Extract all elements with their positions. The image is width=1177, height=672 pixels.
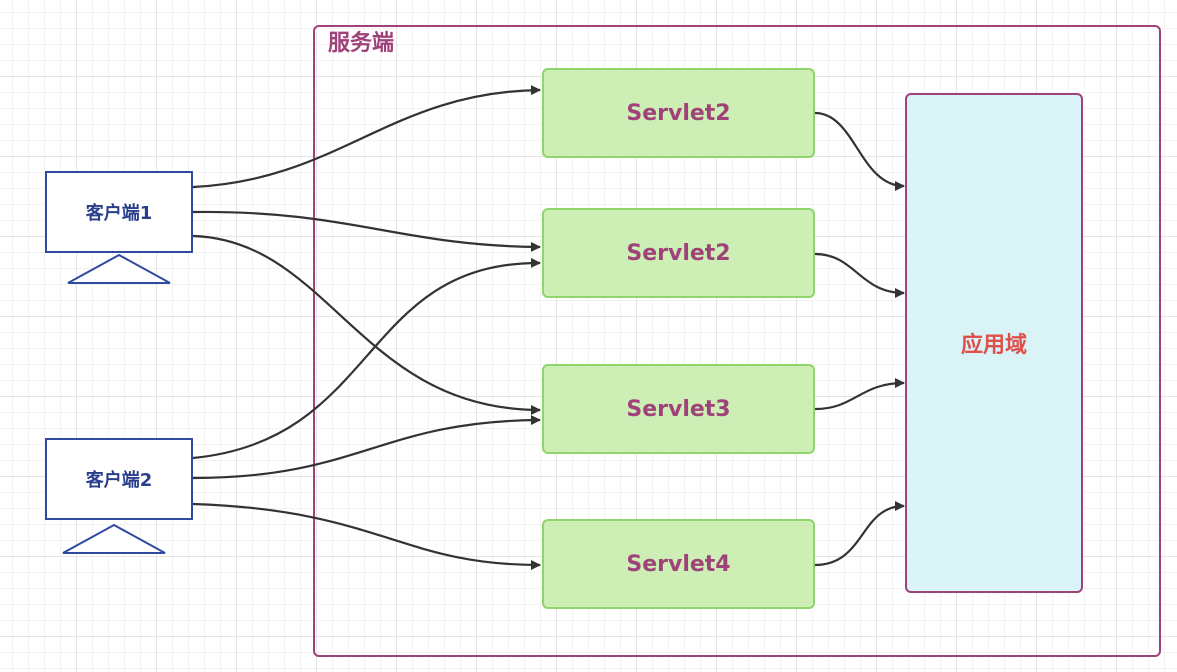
- client-2-monitor-screen[interactable]: 客户端2: [45, 438, 193, 520]
- servlet-box-2[interactable]: Servlet2: [542, 208, 815, 298]
- servlet-box-3[interactable]: Servlet3: [542, 364, 815, 454]
- application-domain-box[interactable]: 应用域: [905, 93, 1083, 593]
- client-2-monitor-stand: [62, 523, 166, 554]
- client-1-monitor-screen[interactable]: 客户端1: [45, 171, 193, 253]
- servlet-box-1[interactable]: Servlet2: [542, 68, 815, 158]
- servlet-box-4[interactable]: Servlet4: [542, 519, 815, 609]
- client-1-monitor-stand: [67, 253, 171, 284]
- server-title: 服务端: [328, 31, 395, 56]
